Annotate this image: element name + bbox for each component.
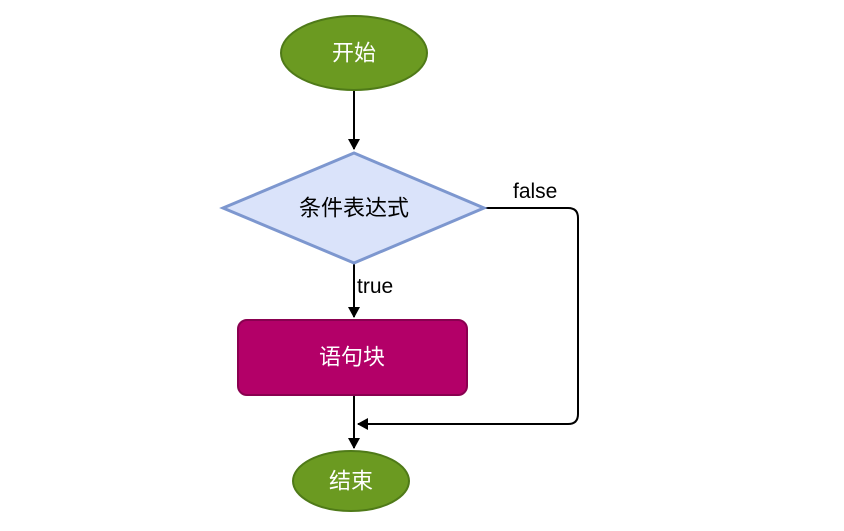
condition-node: 条件表达式 — [219, 151, 488, 265]
block-node: 语句块 — [237, 319, 468, 396]
start-ellipse — [280, 15, 428, 91]
end-node: 结束 — [292, 450, 410, 512]
block-label: 语句块 — [319, 346, 385, 371]
start-node: 开始 — [280, 15, 428, 91]
start-label: 开始 — [332, 42, 376, 67]
condition-label: 条件表达式 — [299, 197, 409, 222]
edge-label-false: false — [513, 180, 557, 203]
end-ellipse — [292, 450, 410, 512]
edge-label-true: true — [357, 275, 393, 298]
edge-condition-false-to-end — [357, 207, 579, 430]
condition-diamond — [219, 151, 488, 265]
block-rect — [237, 319, 468, 396]
end-label: 结束 — [329, 470, 373, 495]
